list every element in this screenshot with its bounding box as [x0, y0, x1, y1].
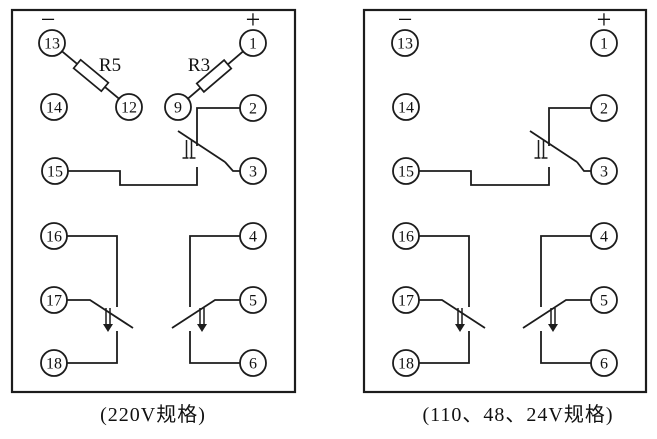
- terminal-12-label: 12: [121, 100, 137, 117]
- terminal-6: 6: [239, 349, 267, 377]
- terminal-5-label: 5: [600, 293, 608, 310]
- motion-arrow-head-17: [103, 324, 113, 332]
- terminal-17-label: 17: [46, 293, 62, 310]
- terminal-16: 16: [40, 222, 68, 250]
- terminal-1: 1: [239, 29, 267, 57]
- delay-contact-symbol: [534, 140, 548, 159]
- delay-contact-symbol: [182, 140, 196, 159]
- minus-sign: −: [41, 5, 56, 34]
- motion-arrow-head-5: [548, 324, 558, 332]
- terminal-1-label: 1: [600, 36, 608, 53]
- terminal-5: 5: [590, 286, 618, 314]
- terminal-3-label: 3: [249, 164, 257, 181]
- contact-blade-5: [522, 299, 591, 329]
- terminal-15-label: 15: [47, 164, 63, 181]
- terminal-15: 15: [41, 157, 69, 185]
- motion-arrow-head-17: [455, 324, 465, 332]
- panel-110-48-24v: − + 13 14 15 16 17 18 1 2 3 4 5 6 (110、4…: [362, 5, 648, 426]
- motion-arrow-head-5: [197, 324, 207, 332]
- terminal-5: 5: [239, 286, 267, 314]
- terminal-2: 2: [590, 94, 618, 122]
- caption-110-48-24v: (110、48、24V规格): [422, 403, 613, 426]
- terminal-17-label: 17: [398, 293, 414, 310]
- contact-blade-middle: [177, 130, 226, 163]
- terminal-14: 14: [40, 93, 68, 121]
- terminal-13-label: 13: [397, 36, 413, 53]
- wire-18-up: [67, 331, 118, 364]
- terminal-13: 13: [38, 29, 66, 57]
- terminal-4-label: 4: [600, 229, 608, 246]
- resistor-r3-label: R3: [188, 55, 210, 76]
- terminal-3: 3: [590, 157, 618, 185]
- terminal-13: 13: [391, 29, 419, 57]
- wire-6-up: [189, 331, 240, 364]
- wire-16-down: [419, 235, 470, 307]
- wire-2-to-contact: [548, 107, 591, 146]
- terminal-18-label: 18: [398, 356, 414, 373]
- motion-arrow-shaft-5: [199, 308, 205, 324]
- plus-sign: +: [246, 5, 261, 34]
- terminal-18-label: 18: [46, 356, 62, 373]
- terminal-6-label: 6: [600, 356, 608, 373]
- wire-contact-to-15: [68, 167, 198, 186]
- terminal-18: 18: [392, 349, 420, 377]
- motion-arrow-shaft-5: [550, 308, 556, 324]
- caption-220v: (220V规格): [100, 403, 206, 426]
- terminal-6: 6: [590, 349, 618, 377]
- panel-220v: − + R5 R3 13 14 15 16: [10, 5, 297, 426]
- wire-6-up: [540, 331, 591, 364]
- terminal-12: 12: [115, 93, 143, 121]
- panel-220v-border: [10, 8, 297, 394]
- wire-blade-to-3: [224, 161, 240, 172]
- terminal-9-label: 9: [174, 100, 182, 117]
- terminal-4: 4: [239, 222, 267, 250]
- resistor-r3-body: [195, 58, 233, 94]
- resistor-r5-label: R5: [99, 55, 121, 76]
- terminal-3: 3: [239, 157, 267, 185]
- terminal-4-label: 4: [249, 229, 257, 246]
- terminal-13-label: 13: [44, 36, 60, 53]
- terminal-15-label: 15: [398, 164, 414, 181]
- wire-2-to-contact: [196, 107, 240, 146]
- terminal-17: 17: [392, 286, 420, 314]
- contact-blade-17: [67, 299, 134, 329]
- motion-arrow-shaft-17: [457, 308, 463, 324]
- contact-blade-5: [171, 299, 240, 329]
- motion-arrow-shaft-17: [105, 308, 111, 324]
- terminal-1-label: 1: [249, 36, 257, 53]
- contact-blade-middle: [529, 130, 578, 163]
- panel-110v-border: [362, 8, 648, 394]
- minus-sign: −: [398, 5, 413, 34]
- terminal-17: 17: [40, 286, 68, 314]
- terminal-5-label: 5: [249, 293, 257, 310]
- contact-blade-17: [419, 299, 486, 329]
- wire-16-down: [67, 235, 118, 307]
- terminal-16-label: 16: [398, 229, 414, 246]
- wire-4-down: [189, 235, 240, 307]
- resistor-r5-body: [72, 58, 110, 93]
- terminal-2: 2: [239, 94, 267, 122]
- terminal-6-label: 6: [249, 356, 257, 373]
- terminal-2-label: 2: [600, 101, 608, 118]
- terminal-1: 1: [590, 29, 618, 57]
- terminal-3-label: 3: [600, 164, 608, 181]
- terminal-2-label: 2: [249, 101, 257, 118]
- wire-18-up: [419, 331, 470, 364]
- terminal-9: 9: [164, 93, 192, 121]
- wire-contact-to-15: [419, 167, 550, 186]
- terminal-16: 16: [392, 222, 420, 250]
- plus-sign: +: [597, 5, 612, 34]
- terminal-14: 14: [392, 93, 420, 121]
- terminal-16-label: 16: [46, 229, 62, 246]
- terminal-14-label: 14: [398, 100, 414, 117]
- terminal-14-label: 14: [46, 100, 62, 117]
- wire-blade-to-3: [576, 161, 591, 172]
- terminal-15: 15: [392, 157, 420, 185]
- terminal-4: 4: [590, 222, 618, 250]
- wire-4-down: [540, 235, 591, 307]
- terminal-18: 18: [40, 349, 68, 377]
